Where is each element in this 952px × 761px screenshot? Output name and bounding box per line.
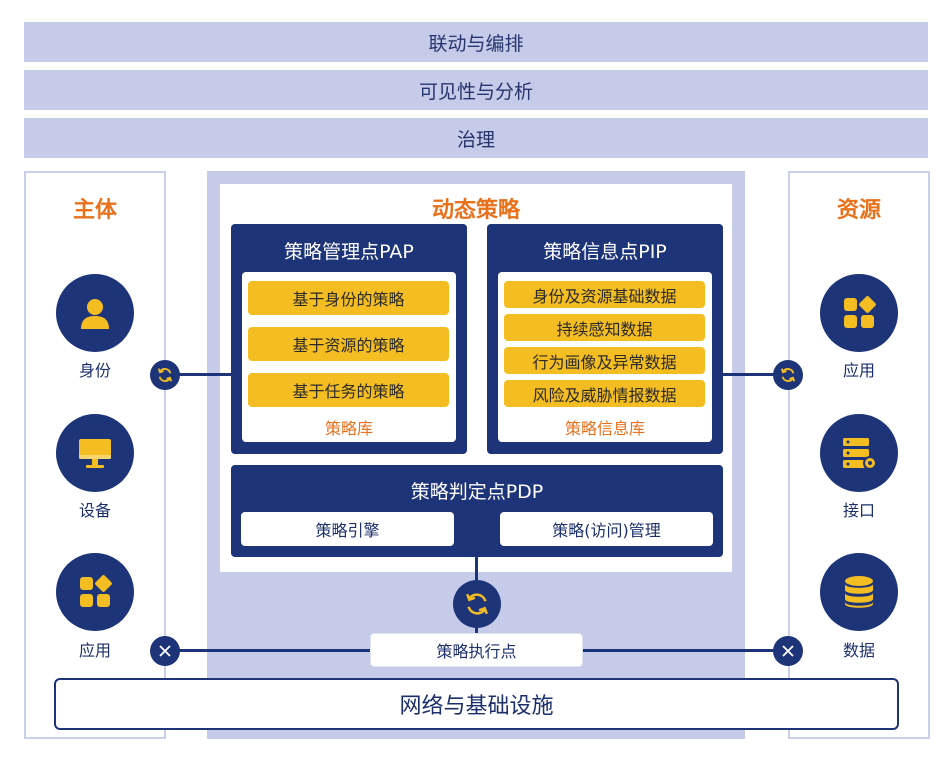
right-close-node[interactable] (773, 636, 803, 666)
sync-icon (780, 368, 796, 382)
resource-panel (788, 171, 930, 739)
database-icon (845, 576, 873, 608)
identity-circle[interactable] (56, 274, 134, 352)
pip-item-awareness[interactable]: 持续感知数据 (504, 314, 705, 341)
server-icon (843, 438, 877, 470)
apps-icon (80, 575, 112, 607)
data-label: 数据 (842, 641, 875, 660)
network-infrastructure-bar: 网络与基础设施 (54, 678, 899, 730)
left-app-label: 应用 (78, 641, 111, 660)
right-app-label: 应用 (842, 361, 875, 380)
top-bar-visibility: 可见性与分析 (24, 70, 928, 110)
pap-title: 策略管理点PAP (284, 241, 414, 263)
center-sync-node[interactable] (453, 580, 501, 628)
top-bar-governance: 治理 (24, 118, 928, 158)
identity-label: 身份 (78, 361, 111, 380)
right-app-circle[interactable] (820, 274, 898, 352)
interface-label: 接口 (842, 501, 875, 520)
user-icon (81, 299, 109, 329)
pip-item-behavior[interactable]: 行为画像及异常数据 (504, 347, 705, 374)
interface-circle[interactable] (820, 414, 898, 492)
right-connector-top (723, 373, 790, 376)
policy-engine-button[interactable]: 策略引擎 (241, 512, 454, 546)
pap-item-task[interactable]: 基于任务的策略 (248, 373, 449, 407)
policy-enforcement-point[interactable]: 策略执行点 (370, 633, 583, 667)
right-sync-node[interactable] (773, 360, 803, 390)
left-app-circle[interactable] (56, 553, 134, 631)
sync-icon (466, 593, 488, 615)
apps-icon (844, 296, 876, 328)
left-close-node[interactable] (150, 636, 180, 666)
dynamic-policy-title: 动态策略 (431, 198, 520, 223)
pap-item-resource[interactable]: 基于资源的策略 (248, 327, 449, 361)
pdp-title: 策略判定点PDP (410, 481, 544, 503)
left-connector-bottom (164, 649, 374, 652)
network-infrastructure-label: 网络与基础设施 (399, 694, 554, 719)
left-connector-top (164, 373, 231, 376)
close-icon (782, 645, 794, 657)
right-connector-bottom (579, 649, 790, 652)
close-icon (159, 645, 171, 657)
top-bar-orchestration: 联动与编排 (24, 22, 928, 62)
policy-access-management-button[interactable]: 策略(访问)管理 (500, 512, 713, 546)
resource-title: 资源 (836, 198, 881, 223)
policy-info-library-label: 策略信息库 (564, 419, 645, 438)
data-circle[interactable] (820, 553, 898, 631)
left-sync-node[interactable] (150, 360, 180, 390)
pip-title: 策略信息点PIP (543, 241, 667, 263)
policy-library-label: 策略库 (324, 419, 373, 438)
device-label: 设备 (78, 501, 111, 520)
pip-item-threat[interactable]: 风险及威胁情报数据 (504, 380, 705, 407)
pap-item-identity[interactable]: 基于身份的策略 (248, 281, 449, 315)
monitor-icon (79, 439, 111, 468)
device-circle[interactable] (56, 414, 134, 492)
subject-title: 主体 (72, 198, 117, 223)
sync-icon (157, 368, 173, 382)
pip-item-baseline[interactable]: 身份及资源基础数据 (504, 281, 705, 308)
